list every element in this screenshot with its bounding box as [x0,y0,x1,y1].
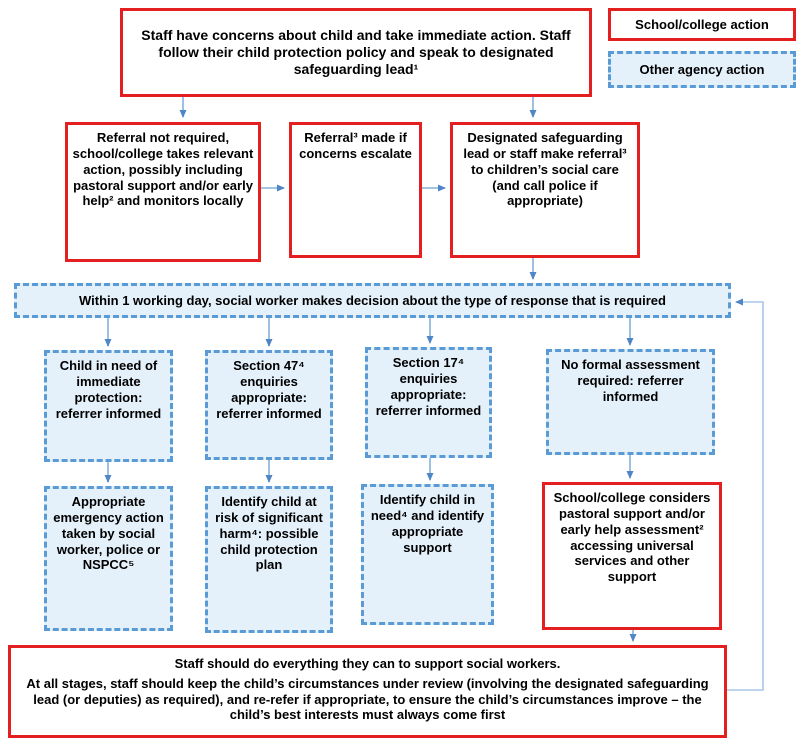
node-significant-harm-label: Identify child at risk of significant ha… [215,494,323,573]
node-child-in-need: Identify child in need⁴ and identify app… [361,484,494,625]
node-decision: Within 1 working day, social worker make… [14,283,731,318]
node-pastoral-support: School/college considers pastoral suppor… [542,482,722,630]
node-no-referral-label: Referral not required, school/college ta… [72,130,254,209]
node-decision-label: Within 1 working day, social worker make… [79,292,666,308]
node-dsl-referral-label: Designated safeguarding lead or staff ma… [463,130,627,209]
loop-footer-to-decision [727,298,764,691]
node-dsl-referral: Designated safeguarding lead or staff ma… [450,122,640,258]
node-start-label: Staff have concerns about child and take… [141,26,571,78]
legend-agency-action: Other agency action [608,51,796,88]
node-emergency-action-label: Appropriate emergency action taken by so… [53,494,164,573]
node-pastoral-support-label: School/college considers pastoral suppor… [553,490,711,585]
node-section17: Section 17⁴ enquiries appropriate: refer… [365,347,492,458]
node-section17-label: Section 17⁴ enquiries appropriate: refer… [375,355,482,418]
node-footer: Staff should do everything they can to s… [8,645,727,738]
node-no-assessment: No formal assessment required: referrer … [546,349,715,455]
node-footer-line1: Staff should do everything they can to s… [174,655,561,671]
node-section47: Section 47⁴ enquiries appropriate: refer… [205,350,333,460]
node-immediate-protection-label: Child in need of immediate protection: r… [55,358,162,421]
node-footer-line2: At all stages, staff should keep the chi… [26,675,709,723]
node-referral-escalate-label: Referral³ made if concerns escalate [299,130,412,161]
node-emergency-action: Appropriate emergency action taken by so… [44,486,173,631]
node-child-in-need-label: Identify child in need⁴ and identify app… [370,492,485,555]
node-immediate-protection: Child in need of immediate protection: r… [44,350,173,462]
legend-school-action: School/college action [608,8,796,41]
legend-school-action-label: School/college action [635,16,769,32]
node-no-assessment-label: No formal assessment required: referrer … [561,357,700,404]
node-referral-escalate: Referral³ made if concerns escalate [289,122,422,258]
node-section47-label: Section 47⁴ enquiries appropriate: refer… [216,358,322,421]
node-start: Staff have concerns about child and take… [120,8,592,97]
node-no-referral: Referral not required, school/college ta… [65,122,261,262]
node-significant-harm: Identify child at risk of significant ha… [205,486,333,633]
legend-agency-action-label: Other agency action [639,61,765,77]
